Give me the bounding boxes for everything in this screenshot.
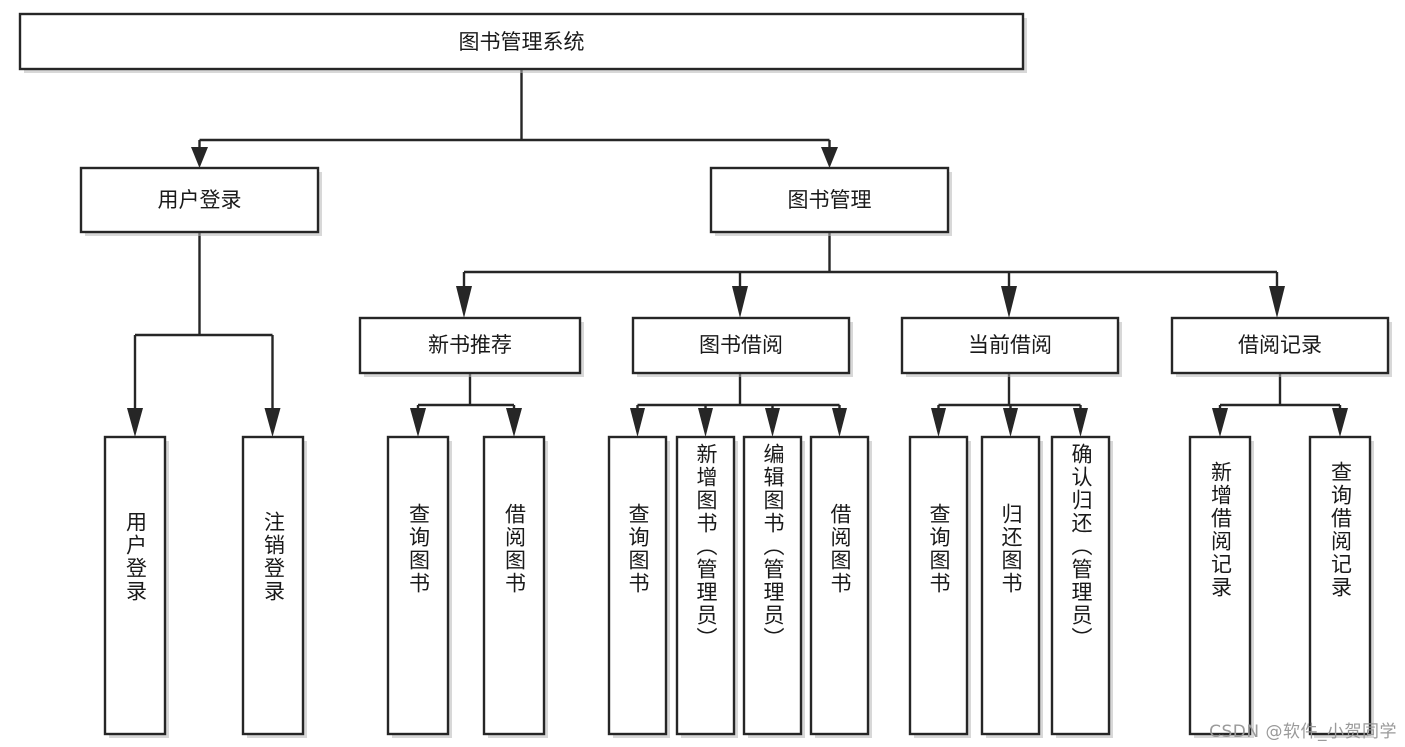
node-leaf-borrow-book-2-box[interactable] (809, 435, 870, 736)
node-leaf-confirm-return[interactable] (1050, 435, 1113, 738)
node-leaf-borrow-book-1-box[interactable] (482, 435, 546, 736)
node-current-borrow[interactable]: 当前借阅 (900, 316, 1122, 377)
arrowhead-new-book-rec (456, 286, 472, 318)
csdn-watermark: CSDN @软件_小贺同学 (1209, 722, 1397, 742)
node-borrow-record[interactable]: 借阅记录 (1170, 316, 1392, 377)
node-user-login-label: 用户登录 (158, 188, 242, 212)
node-leaf-edit-book-box[interactable] (742, 435, 803, 736)
node-book-manage-box[interactable] (709, 166, 950, 234)
node-leaf-query-record[interactable] (1308, 435, 1374, 738)
arrowhead-leaf-add-record (1212, 408, 1228, 437)
node-leaf-query-book-3[interactable] (908, 435, 971, 738)
node-leaf-query-book-2[interactable] (607, 435, 670, 738)
arrowhead-leaf-edit-book (765, 408, 780, 437)
node-leaf-borrow-book-2[interactable] (809, 435, 872, 738)
node-borrow-record-box[interactable] (1170, 316, 1390, 375)
node-leaf-logout-box[interactable] (241, 435, 305, 736)
node-book-borrow[interactable]: 图书借阅 (631, 316, 853, 377)
node-layer: 图书管理系统 用户登录 图书管理 新书推荐 (18, 12, 1392, 738)
node-new-book-rec-label: 新书推荐 (428, 333, 512, 357)
arrowhead-leaf-add-book (698, 408, 713, 437)
arrowhead-leaf-logout (264, 408, 281, 437)
leaf-node-layer (103, 435, 1374, 738)
node-leaf-user-login-box[interactable] (103, 435, 167, 736)
node-book-manage-label: 图书管理 (788, 188, 872, 212)
node-leaf-confirm-return-box[interactable] (1050, 435, 1111, 736)
node-borrow-record-label: 借阅记录 (1238, 333, 1322, 357)
node-leaf-user-login[interactable] (103, 435, 169, 738)
node-leaf-return-book-box[interactable] (980, 435, 1041, 736)
node-book-manage[interactable]: 图书管理 (709, 166, 952, 236)
node-leaf-query-book-2-box[interactable] (607, 435, 668, 736)
node-book-borrow-label: 图书借阅 (699, 333, 783, 357)
node-current-borrow-box[interactable] (900, 316, 1120, 375)
node-leaf-query-book-1[interactable] (386, 435, 452, 738)
arrowhead-user-login (191, 147, 208, 168)
node-leaf-query-book-1-box[interactable] (386, 435, 450, 736)
node-book-borrow-box[interactable] (631, 316, 851, 375)
node-leaf-logout[interactable] (241, 435, 307, 738)
arrowhead-current-borrow (1001, 286, 1017, 318)
node-new-book-rec-box[interactable] (358, 316, 582, 375)
arrowhead-leaf-query-record (1332, 408, 1348, 437)
arrowhead-leaf-borrow-book-2 (832, 408, 847, 437)
node-leaf-add-record[interactable] (1188, 435, 1254, 738)
arrowhead-leaf-query-book-1 (410, 408, 426, 437)
node-leaf-query-record-box[interactable] (1308, 435, 1372, 736)
node-root-box[interactable] (18, 12, 1025, 71)
node-user-login-box[interactable] (79, 166, 320, 234)
node-leaf-add-record-box[interactable] (1188, 435, 1252, 736)
arrowhead-leaf-query-book-3 (931, 408, 946, 437)
arrowhead-borrow-record (1269, 286, 1285, 318)
arrowhead-leaf-return-book (1003, 408, 1018, 437)
connector-layer (127, 69, 1348, 437)
node-leaf-add-book-box[interactable] (675, 435, 736, 736)
arrowhead-book-borrow (732, 286, 748, 318)
node-leaf-edit-book[interactable] (742, 435, 805, 738)
node-current-borrow-label: 当前借阅 (968, 333, 1052, 357)
arrowhead-leaf-borrow-book-1 (506, 408, 522, 437)
node-user-login[interactable]: 用户登录 (79, 166, 322, 236)
node-root-label: 图书管理系统 (459, 30, 585, 54)
node-leaf-borrow-book-1[interactable] (482, 435, 548, 738)
node-leaf-add-book[interactable] (675, 435, 738, 738)
arrowhead-book-manage (821, 147, 838, 168)
node-new-book-rec[interactable]: 新书推荐 (358, 316, 584, 377)
arrowhead-leaf-query-book-2 (630, 408, 645, 437)
node-leaf-return-book[interactable] (980, 435, 1043, 738)
arrowhead-leaf-confirm-return (1073, 408, 1088, 437)
node-root[interactable]: 图书管理系统 (18, 12, 1027, 73)
arrowhead-leaf-user-login (127, 408, 143, 437)
node-leaf-query-book-3-box[interactable] (908, 435, 969, 736)
